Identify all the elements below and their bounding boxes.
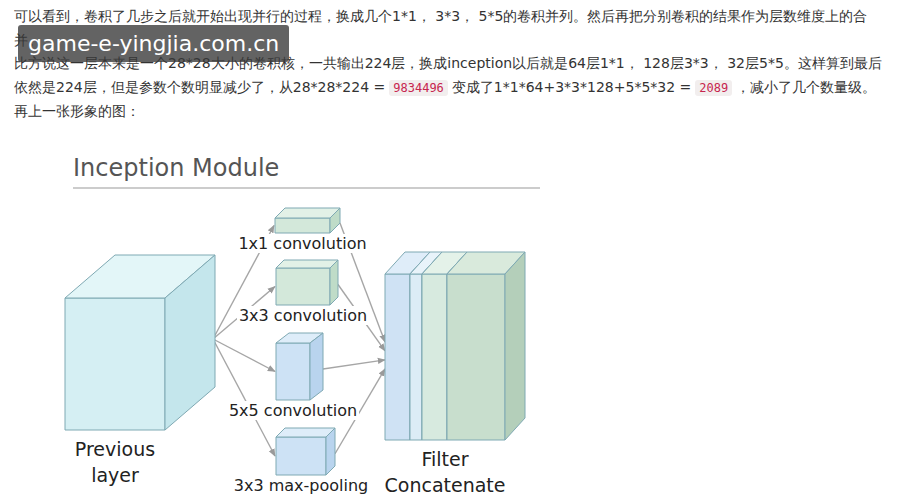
shape-outline bbox=[276, 333, 323, 400]
node-label: 3x3 max-pooling bbox=[232, 476, 370, 495]
underline bbox=[73, 187, 540, 188]
operation-box: 5x5 convolution bbox=[276, 333, 323, 400]
shape-outline bbox=[385, 252, 525, 440]
paragraph: 再上一张形象的图： bbox=[14, 100, 892, 124]
node-label: Filter Concatenate bbox=[370, 446, 520, 498]
body-text: 变成了1*1*64+3*3*128+5*5*32 = bbox=[452, 79, 691, 95]
operation-box: 3x3 convolution bbox=[276, 260, 338, 305]
flow-arrow bbox=[323, 360, 385, 369]
diagram-title: Inception Module bbox=[73, 154, 279, 182]
flow-arrow bbox=[213, 339, 275, 456]
operation-box: 3x3 max-pooling bbox=[276, 428, 335, 475]
watermark: game-e-yingjia.com.cn bbox=[18, 25, 289, 62]
operation-box: 1x1 convolution bbox=[275, 208, 340, 233]
concat-block: Filter Concatenate bbox=[385, 252, 525, 440]
body-text: ，减小了几个数量级。 bbox=[736, 79, 876, 95]
node-label: 3x3 convolution bbox=[237, 306, 369, 325]
article-text: 可以看到，卷积了几步之后就开始出现并行的过程，换成几个1*1， 3*3， 5*5… bbox=[14, 5, 892, 124]
shape-outline bbox=[276, 260, 338, 305]
inline-code: 2089 bbox=[695, 80, 732, 96]
inline-code: 9834496 bbox=[389, 80, 448, 96]
node-label: 1x1 convolution bbox=[236, 234, 368, 253]
node-label: Previous layer bbox=[50, 436, 180, 488]
shape-outline bbox=[276, 428, 335, 475]
layer-cube: Previous layer bbox=[65, 255, 215, 430]
node-label: 5x5 convolution bbox=[227, 401, 359, 420]
body-text: 再上一张形象的图： bbox=[14, 103, 140, 119]
shape-outline bbox=[65, 255, 215, 430]
shape-outline bbox=[275, 208, 340, 233]
